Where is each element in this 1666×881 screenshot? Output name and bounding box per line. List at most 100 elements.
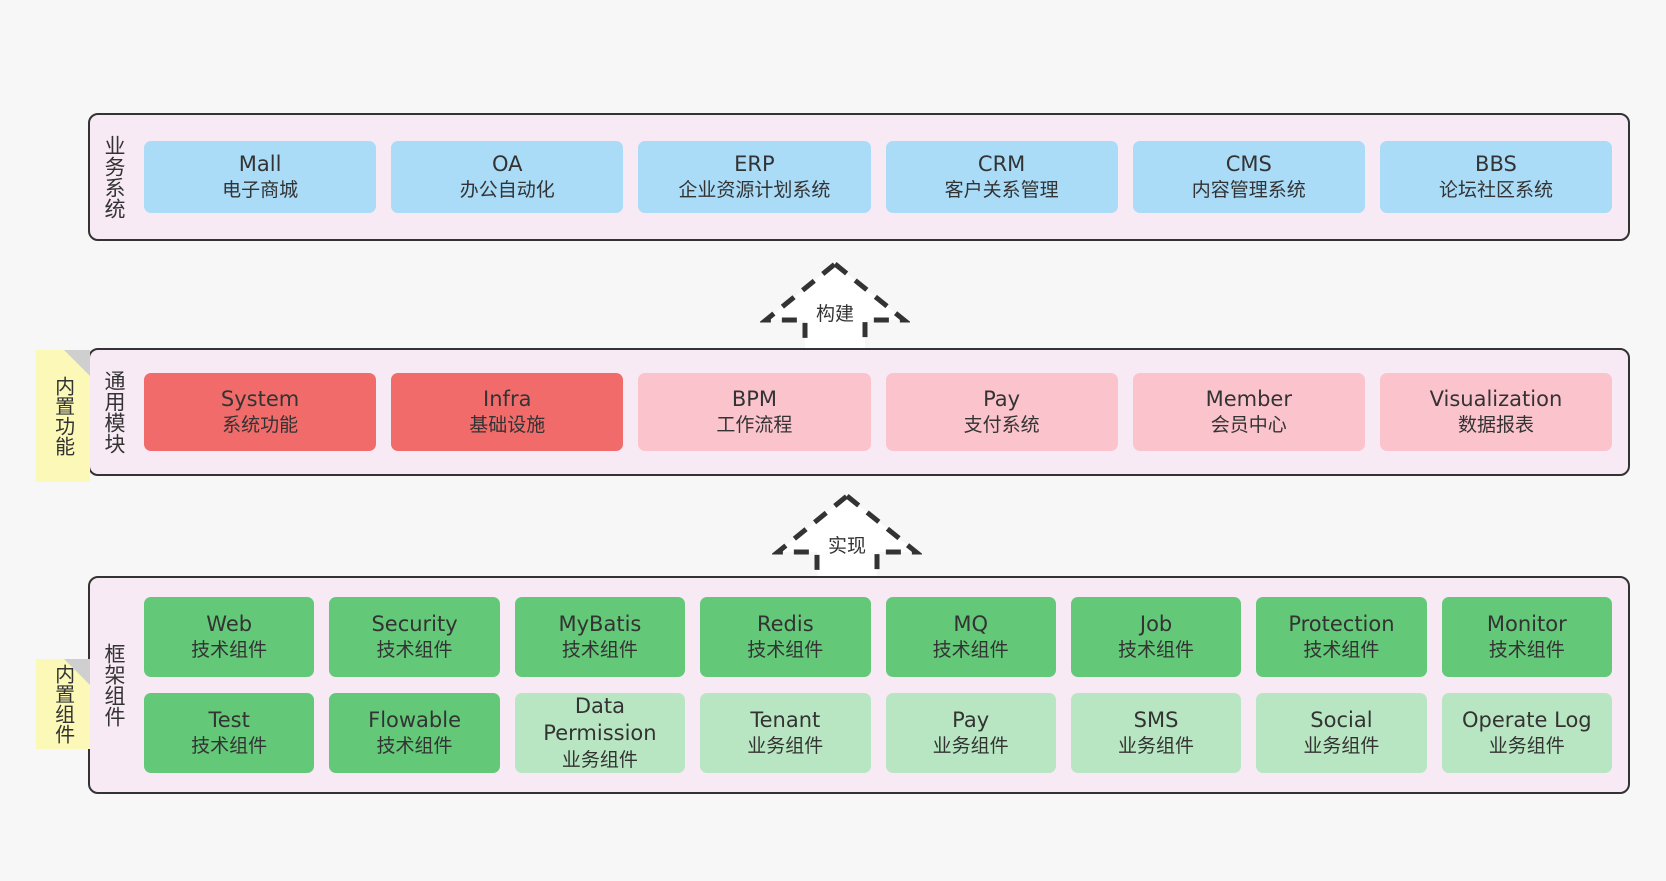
module-card-operate-log[interactable]: Operate Log 业务组件 <box>1441 693 1612 773</box>
page-fold-icon <box>64 350 90 376</box>
sticky-note-label: 内置组件 <box>51 664 76 744</box>
module-card-infra[interactable]: Infra 基础设施 <box>391 373 624 451</box>
module-card-system[interactable]: System 系统功能 <box>144 373 377 451</box>
card-subtitle: 支付系统 <box>963 414 1040 437</box>
module-card-pay[interactable]: Pay 支付系统 <box>885 373 1118 451</box>
card-subtitle: 业务组件 <box>561 749 638 772</box>
card-subtitle: 技术组件 <box>376 639 453 662</box>
module-card-redis[interactable]: Redis 技术组件 <box>700 597 871 677</box>
module-card-data-permission[interactable]: Data Permission 业务组件 <box>514 693 686 773</box>
card-title: System <box>220 386 300 411</box>
card-row: System 系统功能 Infra 基础设施 BPM 工作流程 Pay 支付系统… <box>144 373 1613 451</box>
arrow-implement: 实现 <box>772 490 922 588</box>
card-title: Test <box>208 707 250 732</box>
card-title: BPM <box>731 386 778 411</box>
card-title: BBS <box>1475 151 1517 176</box>
module-card-flowable[interactable]: Flowable 技术组件 <box>329 693 500 773</box>
card-title: Mall <box>238 151 282 176</box>
module-card-security[interactable]: Security 技术组件 <box>329 597 500 677</box>
card-subtitle: 技术组件 <box>1488 639 1565 662</box>
card-subtitle: 技术组件 <box>1118 639 1195 662</box>
module-card-pay-business[interactable]: Pay 业务组件 <box>885 693 1056 773</box>
module-card-bpm[interactable]: BPM 工作流程 <box>638 373 871 451</box>
card-title: ERP <box>734 151 775 176</box>
layer-body-framework: Web 技术组件 Security 技术组件 MyBatis 技术组件 Redi… <box>136 578 1628 792</box>
module-card-mall[interactable]: Mall 电子商城 <box>144 141 377 213</box>
card-subtitle: 数据报表 <box>1457 414 1534 437</box>
card-title: MQ <box>953 611 989 636</box>
card-subtitle: 会员中心 <box>1210 414 1287 437</box>
card-subtitle: 业务组件 <box>1303 735 1380 758</box>
layer-framework-components: 框架组件 Web 技术组件 Security 技术组件 MyBatis 技术组件… <box>88 576 1630 794</box>
arrow-up-dashed-icon <box>772 492 922 587</box>
layer-title-framework: 框架组件 <box>101 643 126 727</box>
module-card-erp[interactable]: ERP 企业资源计划系统 <box>638 141 871 213</box>
card-subtitle: 论坛社区系统 <box>1438 179 1553 202</box>
card-title: Protection <box>1288 611 1395 636</box>
module-card-oa[interactable]: OA 办公自动化 <box>391 141 624 213</box>
card-title: Security <box>371 611 458 636</box>
card-subtitle: 业务组件 <box>1118 735 1195 758</box>
module-card-crm[interactable]: CRM 客户关系管理 <box>885 141 1118 213</box>
card-title: Web <box>206 611 253 636</box>
card-title: CMS <box>1225 151 1272 176</box>
sticky-note-label: 内置功能 <box>51 376 76 456</box>
card-row: Web 技术组件 Security 技术组件 MyBatis 技术组件 Redi… <box>144 597 1612 677</box>
module-card-mybatis[interactable]: MyBatis 技术组件 <box>514 597 686 677</box>
module-card-member[interactable]: Member 会员中心 <box>1132 373 1365 451</box>
sticky-note-builtin-functions: 内置功能 <box>36 350 90 482</box>
card-subtitle: 内容管理系统 <box>1191 179 1306 202</box>
card-title: CRM <box>977 151 1026 176</box>
card-title: MyBatis <box>558 611 642 636</box>
card-title: SMS <box>1133 707 1179 732</box>
card-subtitle: 技术组件 <box>932 639 1009 662</box>
card-subtitle: 系统功能 <box>222 414 299 437</box>
card-title: Monitor <box>1486 611 1567 636</box>
module-card-mq[interactable]: MQ 技术组件 <box>885 597 1056 677</box>
module-card-monitor[interactable]: Monitor 技术组件 <box>1441 597 1612 677</box>
arrow-up-dashed-icon <box>760 260 910 355</box>
module-card-sms[interactable]: SMS 业务组件 <box>1070 693 1242 773</box>
card-subtitle: 技术组件 <box>191 735 268 758</box>
module-card-protection[interactable]: Protection 技术组件 <box>1256 597 1427 677</box>
layer-title-common: 通用模块 <box>101 370 126 454</box>
card-row: Test 技术组件 Flowable 技术组件 Data Permission … <box>144 693 1612 773</box>
layer-body-common: System 系统功能 Infra 基础设施 BPM 工作流程 Pay 支付系统… <box>136 350 1628 474</box>
sticky-note-builtin-components: 内置组件 <box>36 659 90 749</box>
module-card-tenant[interactable]: Tenant 业务组件 <box>700 693 871 773</box>
card-title: Pay <box>952 707 990 732</box>
module-card-social[interactable]: Social 业务组件 <box>1256 693 1427 773</box>
card-title: Pay <box>983 386 1021 411</box>
card-title: Visualization <box>1429 386 1563 411</box>
card-title: Member <box>1205 386 1292 411</box>
layer-title-business: 业务系统 <box>101 135 126 219</box>
card-subtitle: 业务组件 <box>1488 735 1565 758</box>
card-subtitle: 业务组件 <box>747 735 824 758</box>
card-title: Flowable <box>368 707 461 732</box>
card-subtitle: 技术组件 <box>1303 639 1380 662</box>
module-card-cms[interactable]: CMS 内容管理系统 <box>1132 141 1365 213</box>
module-card-test[interactable]: Test 技术组件 <box>144 693 315 773</box>
card-subtitle: 业务组件 <box>932 735 1009 758</box>
card-row: Mall 电子商城 OA 办公自动化 ERP 企业资源计划系统 CRM 客户关系… <box>144 141 1613 213</box>
layer-business-systems: 业务系统 Mall 电子商城 OA 办公自动化 ERP 企业资源计划系统 CRM… <box>88 113 1630 241</box>
card-title: Job <box>1139 611 1173 636</box>
card-title: Data Permission <box>543 693 657 746</box>
card-subtitle: 技术组件 <box>191 639 268 662</box>
module-card-job[interactable]: Job 技术组件 <box>1070 597 1242 677</box>
card-subtitle: 技术组件 <box>561 639 638 662</box>
module-card-bbs[interactable]: BBS 论坛社区系统 <box>1379 141 1613 213</box>
card-subtitle: 技术组件 <box>747 639 824 662</box>
module-card-web[interactable]: Web 技术组件 <box>144 597 315 677</box>
arrow-build: 构建 <box>760 258 910 356</box>
layer-common-modules: 通用模块 System 系统功能 Infra 基础设施 BPM 工作流程 Pay… <box>88 348 1630 476</box>
card-subtitle: 办公自动化 <box>459 179 555 202</box>
card-title: OA <box>491 151 523 176</box>
card-title: Redis <box>756 611 814 636</box>
module-card-visualization[interactable]: Visualization 数据报表 <box>1379 373 1613 451</box>
card-title: Infra <box>483 386 532 411</box>
card-title: Social <box>1310 707 1373 732</box>
card-subtitle: 客户关系管理 <box>944 179 1059 202</box>
card-subtitle: 基础设施 <box>469 414 546 437</box>
